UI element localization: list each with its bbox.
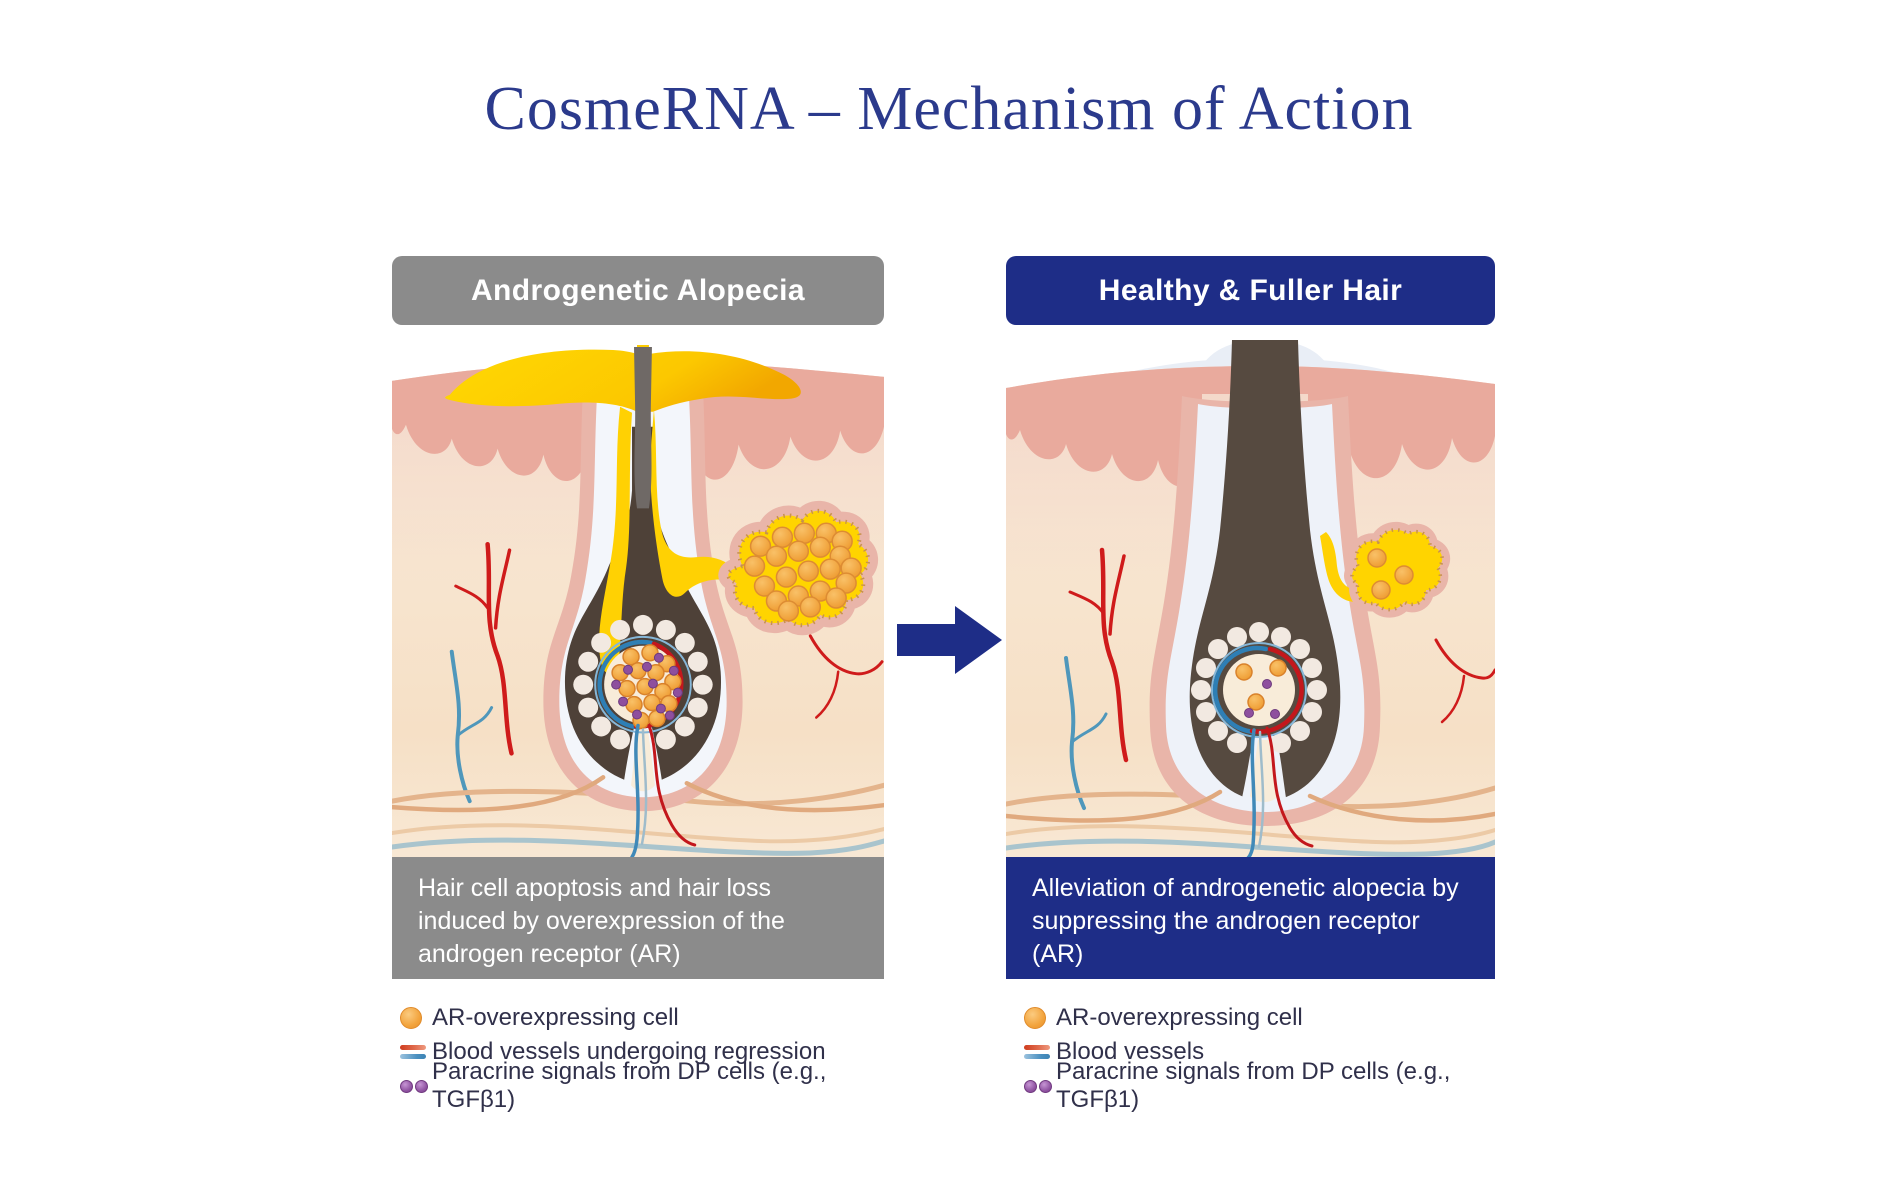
legend-label: Paracrine signals from DP cells (e.g., T… [432,1058,827,1113]
transition-arrow-icon [897,606,1002,674]
matrix-cells [1191,622,1327,753]
sebaceous-gland [718,500,879,636]
right-panel-header-label: Healthy & Fuller Hair [1098,273,1403,307]
page-title: CosmeRNA – Mechanism of Action [484,75,1414,143]
legend-label: Blood vessels [1056,1038,1205,1065]
legend-row: Paracrine signals from DP cells (e.g., T… [1024,1058,1494,1113]
blood-vessels-icon [1024,1045,1056,1059]
right-panel-header: Healthy & Fuller Hair [1006,256,1495,325]
sebum-streak [1320,532,1356,602]
ar-overexpressing-cell-icon [1024,1007,1056,1029]
legend-label: Blood vessels undergoing regression [432,1038,826,1065]
ar-overexpressing-cells [1235,659,1287,711]
dermal-papilla [392,614,884,858]
paracrine-signals [1244,679,1280,719]
legend-label: AR-overexpressing cell [432,1004,679,1031]
alopecia-follicle-illustration [392,345,884,858]
healthy-follicle-illustration [1006,340,1495,858]
papilla-vessels [1006,726,1495,858]
right-panel-legend: AR-overexpressing cell Blood vessels Par… [1024,1001,1494,1113]
legend-row: Blood vessels [1024,1035,1494,1069]
blood-vessels-icon [400,1045,432,1059]
legend-row: Paracrine signals from DP cells (e.g., T… [400,1058,870,1113]
left-panel-legend: AR-overexpressing cell Blood vessels und… [400,1001,870,1113]
paracrine-signals [611,652,683,721]
hair-shaft [634,347,652,509]
dermal-papilla [1006,622,1495,858]
ar-overexpressing-cell-icon [400,1007,432,1029]
left-panel-header: Androgenetic Alopecia [392,256,884,325]
matrix-cells [573,614,713,750]
legend-row: AR-overexpressing cell [400,1001,870,1035]
dermis-blood-vessels [392,541,884,856]
left-panel-header-label: Androgenetic Alopecia [470,273,805,307]
legend-label: AR-overexpressing cell [1056,1004,1303,1031]
left-panel-caption: Hair cell apoptosis and hair loss induce… [392,857,884,979]
legend-label: Paracrine signals from DP cells (e.g., T… [1056,1058,1451,1113]
ar-overexpressing-cells [611,644,682,730]
legend-row: Blood vessels undergoing regression [400,1035,870,1069]
paracrine-signals-icon [1024,1079,1056,1093]
right-panel-caption: Alleviation of androgenetic alopecia by … [1006,857,1495,979]
paracrine-signals-icon [400,1079,432,1093]
legend-row: AR-overexpressing cell [1024,1001,1494,1035]
sebaceous-gland [1344,521,1451,618]
papilla-vessels [392,723,884,858]
